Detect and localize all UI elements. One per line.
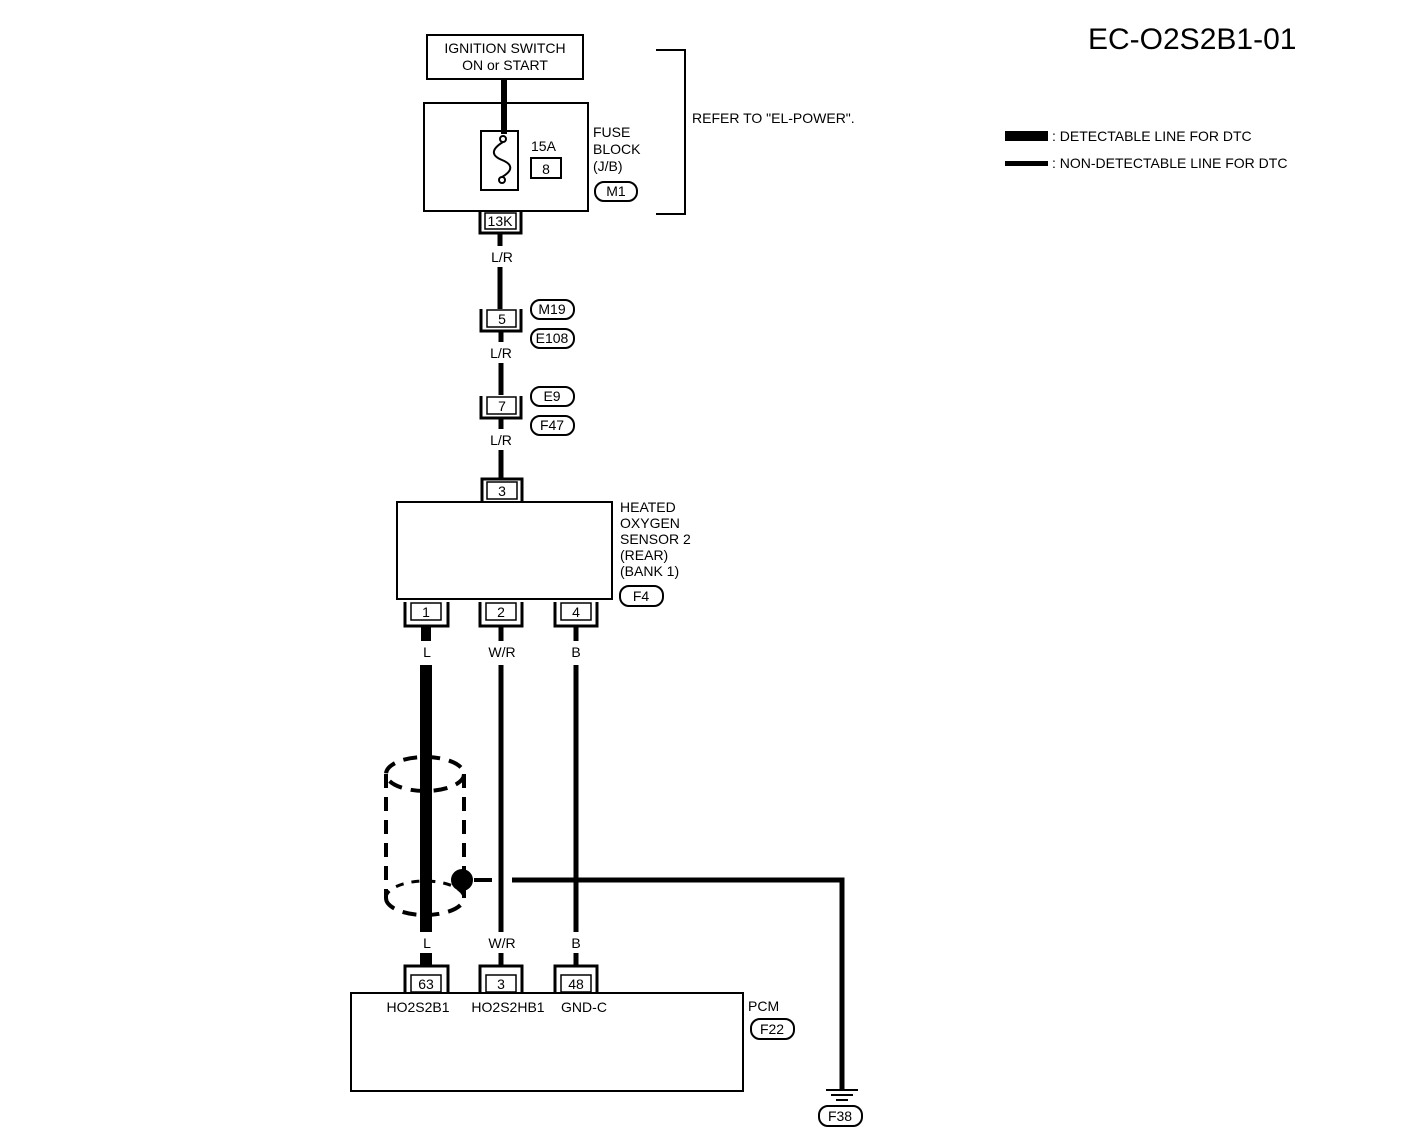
- sensor-pin-1-label: 1: [422, 604, 430, 620]
- junction-m19-e108: 5 M19 E108: [479, 299, 575, 349]
- sensor-pin-2: 2: [478, 602, 524, 628]
- sensor-pin-2-label: 2: [497, 604, 505, 620]
- pcm-pin-48-label: 48: [568, 976, 584, 992]
- pcm-pin-63: 63: [403, 964, 450, 993]
- fuse-block-line2: BLOCK: [593, 141, 641, 157]
- pcm-box: [350, 992, 744, 1092]
- sensor-top-connector: 3: [480, 477, 524, 501]
- sensor-line1: HEATED: [620, 499, 676, 515]
- fuse-rating: 15A: [531, 138, 557, 154]
- pcm-label: PCM: [748, 998, 779, 1014]
- sensor-box: [396, 501, 613, 600]
- ground-icon: F38: [818, 1089, 863, 1127]
- ground-connector: F38: [828, 1108, 852, 1124]
- fuse-block-connector: M1: [606, 183, 626, 199]
- wire-color-l-top: L: [423, 644, 431, 660]
- shield-drain-point: [451, 869, 473, 891]
- fuse-block-box: [423, 102, 589, 212]
- wire-color-wr-top: W/R: [488, 644, 515, 660]
- pcm-pin-48: 48: [553, 964, 599, 993]
- fuse-terminal-bottom: [498, 176, 506, 184]
- sensor-line2: OXYGEN: [620, 515, 680, 531]
- pcm-connector: F22: [760, 1021, 784, 1037]
- terminal-13k: 13K: [478, 212, 523, 235]
- fuse-number-box: [530, 157, 562, 179]
- detectable-line-swatch: [1005, 131, 1048, 141]
- fuse-block-line3: (J/B): [593, 158, 623, 174]
- ignition-switch-line2: ON or START: [462, 57, 548, 73]
- junction1-pin: 5: [498, 311, 506, 327]
- sensor-top-pin: 3: [498, 483, 506, 499]
- wire-color-lr-3: L/R: [490, 432, 512, 448]
- pcm-pin-3: 3: [478, 964, 524, 993]
- fuse-block: 15A 8 FUSE BLOCK (J/B) M1: [423, 102, 641, 212]
- ignition-switch: IGNITION SWITCH ON or START: [426, 34, 584, 80]
- refer-bracket: [656, 49, 686, 215]
- refer-note: REFER TO "EL-POWER".: [692, 110, 855, 126]
- ignition-switch-line1: IGNITION SWITCH: [444, 40, 565, 56]
- heated-oxygen-sensor: HEATED OXYGEN SENSOR 2 (REAR) (BANK 1) F…: [396, 499, 691, 607]
- sensor-pin-4: 4: [553, 602, 599, 628]
- pcm-terminal-2: HO2S2HB1: [471, 999, 544, 1015]
- junction1-conn-a: M19: [538, 301, 565, 317]
- wire-color-lr-1: L/R: [491, 249, 513, 265]
- diagram-id: EC-O2S2B1-01: [1088, 23, 1296, 56]
- legend-non-detectable: : NON-DETECTABLE LINE FOR DTC: [1052, 155, 1287, 171]
- wire-color-lr-2: L/R: [490, 345, 512, 361]
- non-detectable-line-swatch: [1005, 161, 1048, 166]
- pcm-terminal-3: GND-C: [561, 999, 607, 1015]
- wire-color-l-bottom: L: [423, 935, 431, 951]
- fuse-housing: [480, 130, 519, 191]
- sensor-line5: (BANK 1): [620, 563, 679, 579]
- legend: : DETECTABLE LINE FOR DTC : NON-DETECTAB…: [1005, 128, 1287, 171]
- fuse-block-connector-badge: [594, 181, 638, 202]
- terminal-13k-label: 13K: [488, 213, 514, 229]
- junction2-pin: 7: [498, 398, 506, 414]
- sensor-line4: (REAR): [620, 547, 668, 563]
- fuse-number: 8: [542, 161, 550, 177]
- pcm-terminal-1: HO2S2B1: [386, 999, 449, 1015]
- pcm: HO2S2B1 HO2S2HB1 GND-C PCM F22: [350, 992, 795, 1092]
- junction2-conn-b: F47: [540, 417, 564, 433]
- wire-color-b-bottom: B: [571, 935, 580, 951]
- drain-ground-wire: [512, 877, 845, 1090]
- junction-e9-f47: 7 E9 F47: [479, 386, 575, 436]
- fuse-icon: [492, 141, 512, 178]
- pcm-pin-3-label: 3: [497, 976, 505, 992]
- wire-color-b-top: B: [571, 644, 580, 660]
- junction2-conn-a: E9: [543, 388, 560, 404]
- sensor-pin-4-label: 4: [572, 604, 580, 620]
- legend-detectable: : DETECTABLE LINE FOR DTC: [1052, 128, 1252, 144]
- fuse-terminal-top: [499, 135, 507, 143]
- junction1-conn-b: E108: [536, 330, 569, 346]
- fuse-block-line1: FUSE: [593, 124, 630, 140]
- pcm-pin-63-label: 63: [418, 976, 434, 992]
- wire-color-wr-bottom: W/R: [488, 935, 515, 951]
- sensor-pin-1: 1: [403, 602, 450, 628]
- sensor-line3: SENSOR 2: [620, 531, 691, 547]
- sensor-connector: F4: [633, 588, 650, 604]
